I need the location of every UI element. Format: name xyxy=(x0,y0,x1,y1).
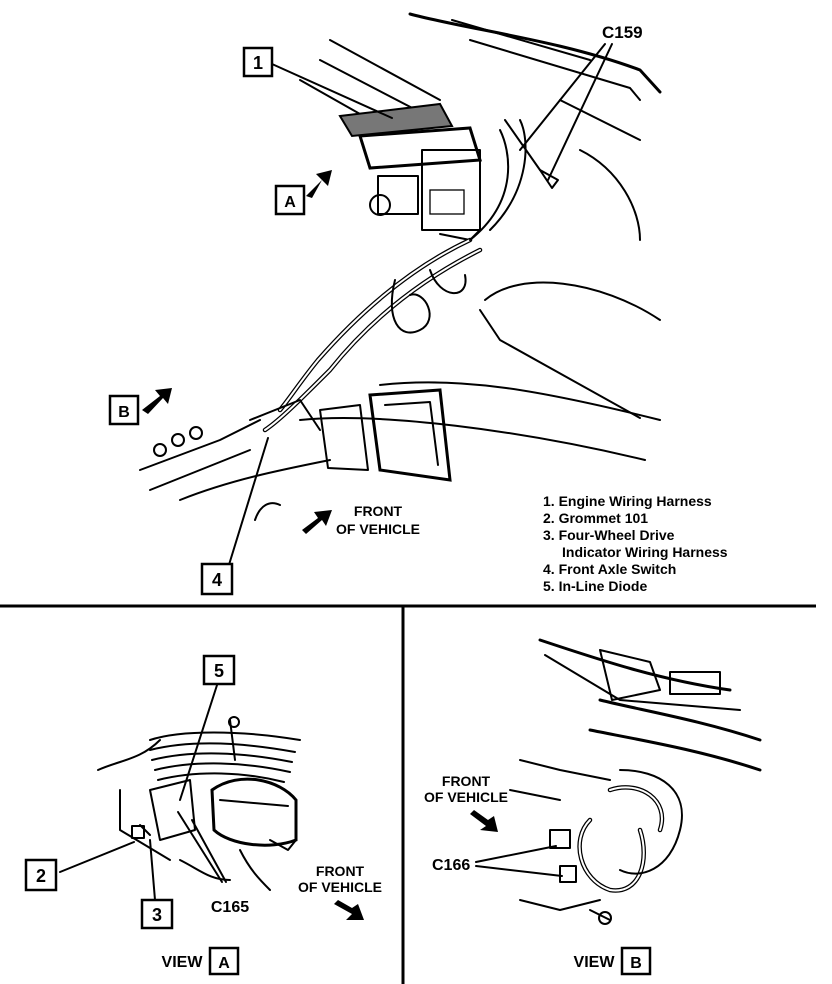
callout-4: 4 xyxy=(200,562,234,596)
front-of-vehicle-main-line2: OF VEHICLE xyxy=(336,521,420,537)
legend-item-2: 2. Grommet 101 xyxy=(543,510,648,526)
legend-item-4: 4. Front Axle Switch xyxy=(543,561,676,577)
front-arrow-view-b xyxy=(470,810,498,832)
svg-text:VIEW: VIEW xyxy=(162,954,204,971)
view-a-caption: VIEW A xyxy=(162,946,240,976)
front-of-vehicle-main-line1: FRONT xyxy=(354,503,403,519)
legend-item-5: 5. In-Line Diode xyxy=(543,578,647,594)
callout-2: 2 xyxy=(24,858,58,892)
view-a-illustration xyxy=(59,681,364,920)
connector-c165-label: C165 xyxy=(211,899,249,916)
front-of-vehicle-view-a-line2: OF VEHICLE xyxy=(298,879,382,895)
svg-text:A: A xyxy=(218,955,230,972)
callout-5: 5 xyxy=(202,654,236,686)
view-b-caption: VIEW B xyxy=(574,946,652,976)
legend-item-1: 1. Engine Wiring Harness xyxy=(543,493,712,509)
connector-c166-label: C166 xyxy=(432,857,470,874)
svg-text:B: B xyxy=(118,404,130,421)
main-view-illustration xyxy=(139,12,662,569)
svg-text:3: 3 xyxy=(152,905,162,925)
callout-view-b: B xyxy=(108,394,140,426)
svg-text:B: B xyxy=(630,955,642,972)
front-of-vehicle-view-b-line2: OF VEHICLE xyxy=(424,789,508,805)
callout-view-a: A xyxy=(274,184,306,216)
front-arrow-view-a xyxy=(334,900,364,920)
svg-text:2: 2 xyxy=(36,866,46,886)
front-arrow-main xyxy=(302,510,332,534)
callout-3: 3 xyxy=(140,898,174,930)
legend-item-3: 3. Four-Wheel Drive xyxy=(543,527,675,543)
front-of-vehicle-view-a-line1: FRONT xyxy=(316,863,365,879)
view-a-arrow xyxy=(306,170,332,198)
svg-text:VIEW: VIEW xyxy=(574,954,616,971)
legend: 1. Engine Wiring Harness 2. Grommet 101 … xyxy=(543,493,728,594)
svg-text:A: A xyxy=(284,194,296,211)
legend-item-3-cont: Indicator Wiring Harness xyxy=(562,544,728,560)
svg-text:4: 4 xyxy=(212,570,222,590)
svg-text:1: 1 xyxy=(253,53,263,73)
front-of-vehicle-view-b-line1: FRONT xyxy=(442,773,491,789)
view-b-illustration xyxy=(470,638,762,925)
view-b-arrow xyxy=(142,388,172,414)
svg-text:5: 5 xyxy=(214,661,224,681)
connector-c159-label: C159 xyxy=(602,23,643,42)
callout-1: 1 xyxy=(242,46,274,78)
